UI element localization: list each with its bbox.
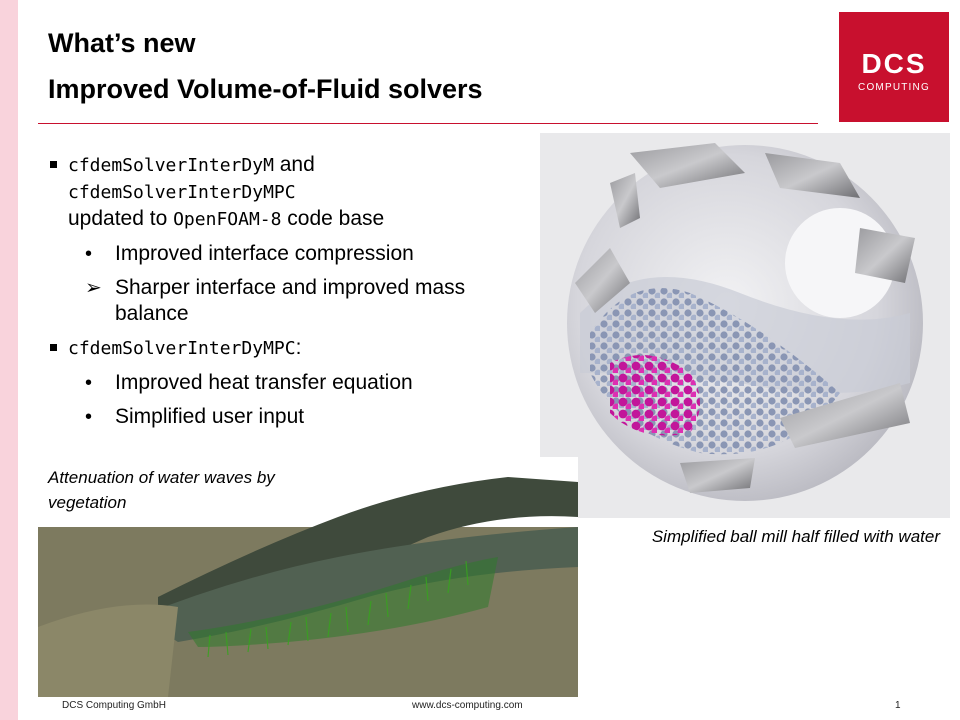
sub-bullet-text: Improved interface compression xyxy=(115,242,414,265)
square-bullet-icon xyxy=(50,344,57,351)
footer-website: www.dcs-computing.com xyxy=(412,700,523,711)
sub-bullet-text: Sharper interface and improved mass bala… xyxy=(115,276,466,325)
bullet-item-pc-solver: cfdemSolverInterDyMPC: xyxy=(48,335,518,362)
left-accent-bar xyxy=(0,0,18,720)
square-bullet-icon xyxy=(50,161,57,168)
arrowhead-bullet-icon: ➢ xyxy=(85,277,102,299)
sub-bullet-text: Improved heat transfer equation xyxy=(115,371,413,394)
solver-name-interdympc: cfdemSolverInterDyMPC xyxy=(68,182,296,203)
water-waves-vegetation-image xyxy=(38,457,578,697)
sub-bullet-sharper-interface: ➢ Sharper interface and improved mass ba… xyxy=(48,275,518,327)
updated-prefix: updated to xyxy=(68,207,174,230)
caption-ball-mill: Simplified ball mill half filled with wa… xyxy=(651,527,940,546)
updated-suffix: code base xyxy=(281,207,385,230)
solver-name-interdym: cfdemSolverInterDyM xyxy=(68,155,274,176)
bullet-item-solvers-update: cfdemSolverInterDyM and cfdemSolverInter… xyxy=(48,152,518,233)
caption-water-waves: Attenuation of water waves by vegetation xyxy=(48,468,275,512)
page-number: 1 xyxy=(895,700,901,711)
codebase-name: OpenFOAM-8 xyxy=(173,209,282,230)
dcs-computing-logo: DCS COMPUTING xyxy=(839,12,949,122)
sub-bullet-heat-transfer: • Improved heat transfer equation xyxy=(48,370,518,396)
bullet-list: cfdemSolverInterDyM and cfdemSolverInter… xyxy=(48,152,518,430)
footer-company: DCS Computing GmbH xyxy=(62,700,166,711)
sub-bullet-user-input: • Simplified user input xyxy=(48,404,518,430)
round-bullet-icon: • xyxy=(85,243,93,265)
sub-bullet-text: Simplified user input xyxy=(115,405,305,428)
round-bullet-icon: • xyxy=(85,372,93,394)
bullet-colon: : xyxy=(295,336,302,359)
title-divider xyxy=(38,123,818,124)
slide-title: What’s new xyxy=(48,28,196,58)
solver-name-interdympc: cfdemSolverInterDyMPC xyxy=(68,338,296,359)
bullet-conjunction: and xyxy=(273,153,315,176)
logo-text-computing: COMPUTING xyxy=(858,82,930,93)
round-bullet-icon: • xyxy=(85,406,93,428)
sub-bullet-interface-compression: • Improved interface compression xyxy=(48,241,518,267)
slide-subtitle: Improved Volume-of-Fluid solvers xyxy=(48,74,483,104)
ball-mill-simulation-image xyxy=(540,133,950,518)
logo-text-dcs: DCS xyxy=(861,48,927,79)
